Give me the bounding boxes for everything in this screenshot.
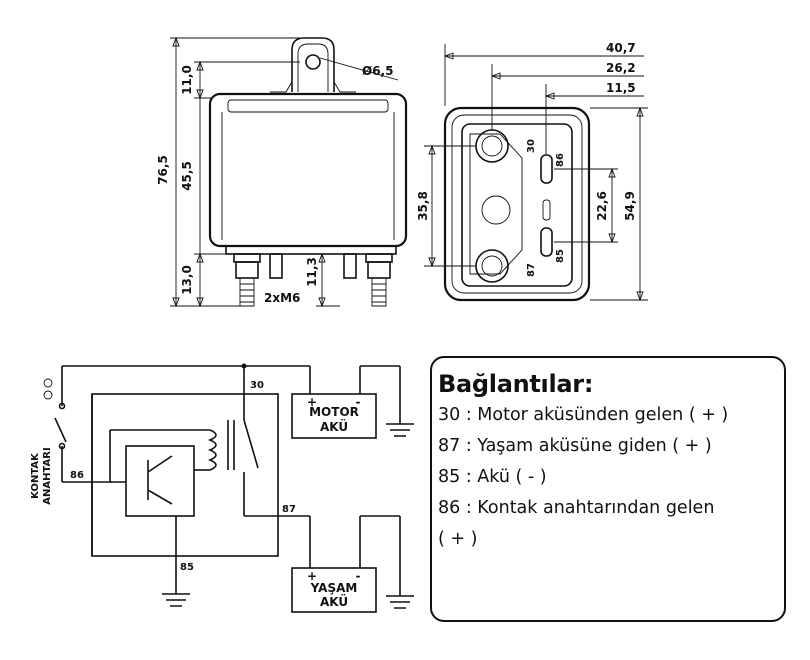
svg-text:87: 87 (282, 504, 296, 515)
life-battery-label-1: YAŞAM (310, 581, 358, 595)
connections-title: Bağlantılar: (438, 370, 594, 398)
svg-text:-: - (356, 569, 361, 583)
svg-text:-: - (356, 395, 361, 409)
relay-schematic-box (91, 393, 279, 557)
svg-text:30: 30 (250, 380, 264, 391)
dim-height-54: 54,9 (623, 191, 637, 221)
svg-text:87: 87 (526, 263, 537, 277)
svg-text:+: + (307, 395, 317, 409)
dim-total-height: 76,5 (156, 155, 170, 185)
dim-top: 11,0 (180, 65, 194, 95)
connection-row: 85 : Akü ( - ) (438, 467, 547, 487)
mounting-tab (291, 37, 335, 92)
relay-side-view: 11,0 76,5 45,5 13,0 11,3 2xM6 Ø6,5 (156, 36, 408, 308)
relay-body (208, 92, 408, 248)
dim-hole: Ø6,5 (362, 64, 393, 78)
motor-battery-label-1: MOTOR (309, 405, 359, 419)
connection-row: 30 : Motor aküsünden gelen ( + ) (438, 405, 729, 425)
terminal-studs (233, 253, 393, 307)
connection-row: 86 : Kontak anahtarından gelen (438, 498, 715, 518)
dim-bottom: 13,0 (180, 265, 194, 295)
ground-icon (162, 593, 190, 607)
svg-text:86: 86 (555, 153, 566, 167)
motor-battery (291, 393, 377, 439)
dim-span-35: 35,8 (416, 191, 430, 221)
terminal-30 (475, 129, 509, 163)
relay-bottom-view: 30 86 87 85 40,7 26,2 11,5 54,9 22,6 35,… (416, 41, 648, 302)
dim-width-11: 11,5 (606, 81, 636, 95)
connection-row: ( + ) (438, 529, 478, 549)
svg-text:+: + (307, 569, 317, 583)
relay-base (225, 245, 397, 255)
key-icon (43, 378, 53, 388)
terminal-87 (475, 249, 509, 283)
ignition-label-1: KONTAK (30, 452, 41, 499)
wiring-schematic: KONTAK ANAHTARI 86 30 87 85 MOTO (30, 363, 414, 613)
connections-panel: Bağlantılar: 30 : Motor aküsünden gelen … (430, 356, 786, 622)
terminal-86 (540, 154, 553, 184)
life-battery (291, 567, 377, 613)
transistor-icon (125, 445, 195, 517)
dim-width-40: 40,7 (606, 41, 636, 55)
svg-text:86: 86 (70, 470, 84, 481)
svg-text:30: 30 (526, 139, 537, 153)
svg-text:85: 85 (555, 249, 566, 263)
dim-width-26: 26,2 (606, 61, 636, 75)
terminal-85 (540, 227, 553, 257)
connection-row: 87 : Yaşam aküsüne giden ( + ) (438, 436, 712, 456)
life-battery-label-2: AKÜ (320, 594, 348, 609)
coil-icon (207, 429, 217, 471)
ignition-switch: KONTAK ANAHTARI 86 (30, 365, 310, 505)
ignition-label-2: ANAHTARI (42, 447, 53, 504)
dim-studs: 2xM6 (264, 291, 300, 305)
motor-battery-label-2: AKÜ (320, 419, 348, 434)
bottom-outline (443, 106, 591, 302)
svg-text:85: 85 (180, 562, 194, 573)
dim-span-22: 22,6 (595, 191, 609, 221)
mounting-hole (305, 54, 321, 70)
dim-stud: 11,3 (305, 257, 319, 287)
dim-body-height: 45,5 (180, 161, 194, 191)
